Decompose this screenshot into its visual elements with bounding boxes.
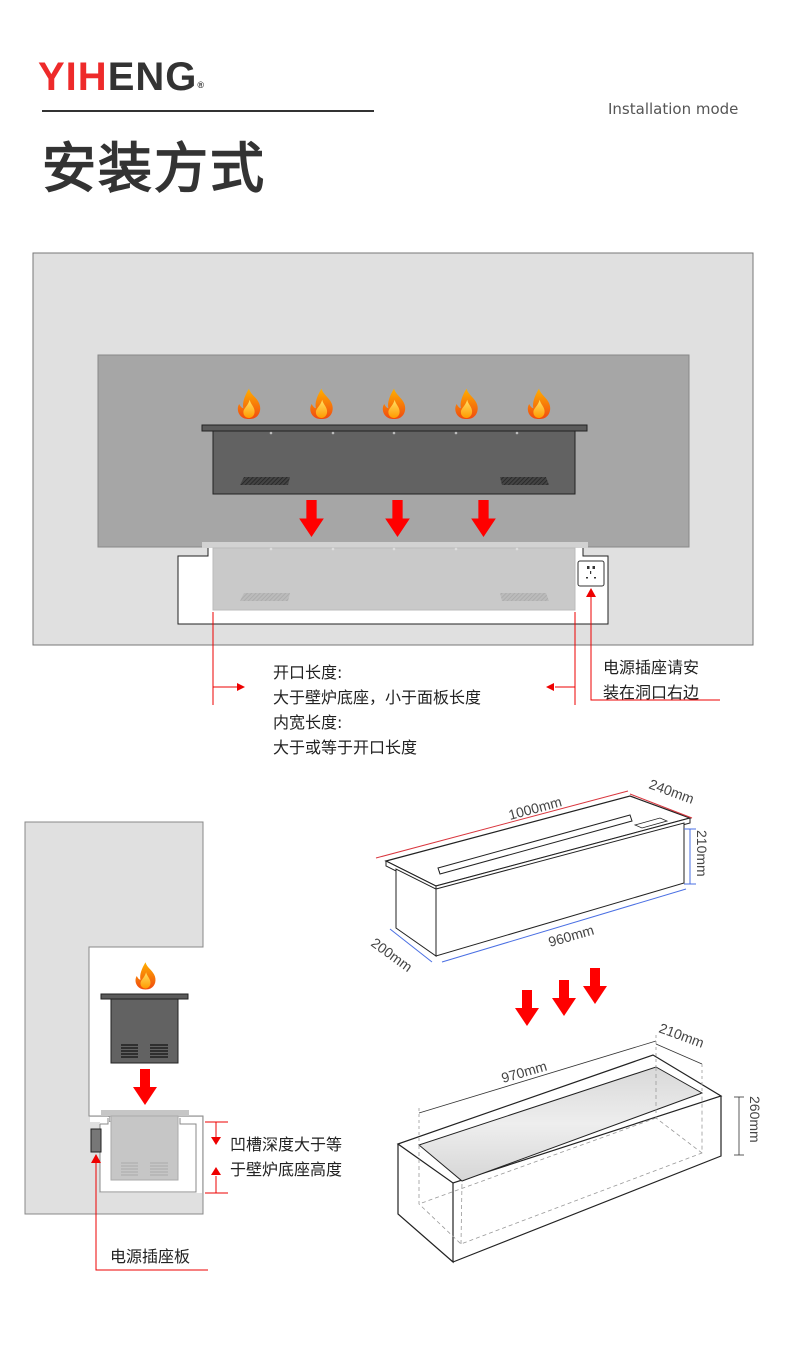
brand-logo-red: YIH: [38, 55, 108, 99]
depth-dimension: [205, 1121, 228, 1194]
ghost-fireplace-side: [110, 1115, 179, 1181]
brand-logo-dark: ENG: [107, 55, 198, 99]
down-arrow-group: [515, 968, 607, 1026]
fireplace-screws: [269, 431, 519, 435]
arrow-right-icon: [237, 683, 245, 691]
ghost-vent-right: [500, 593, 549, 601]
dim-height: 210mm: [694, 830, 710, 877]
note-line: 大于或等于开口长度: [273, 738, 418, 757]
dim-recess-depth: 260mm: [747, 1096, 763, 1143]
opening-length-note: 开口长度: 大于壁炉底座，小于面板长度 内宽长度: 大于或等于开口长度: [273, 660, 481, 760]
note-line: 开口长度:: [273, 663, 343, 682]
page-subtitle: Installation mode: [608, 100, 739, 118]
brand-logo: YIHENG®: [38, 55, 205, 99]
product-3d: [384, 795, 692, 957]
ghost-top-plate-side: [101, 1110, 189, 1116]
arrow-left-icon: [546, 683, 554, 691]
recess-dimension-lines: [418, 1035, 744, 1156]
dim-recess-width: 210mm: [657, 1020, 706, 1051]
recess-3d: [396, 1054, 723, 1264]
note-line: 电源插座请安: [603, 658, 700, 677]
front-view: [32, 252, 754, 705]
note-line: 凹槽深度大于等: [230, 1135, 343, 1154]
socket-board-leader: [95, 1160, 208, 1271]
note-line: 内宽长度:: [273, 713, 343, 732]
ghost-screws: [269, 547, 519, 551]
vent-left: [240, 477, 290, 485]
recess-depth-note: 凹槽深度大于等 于壁炉底座高度: [230, 1132, 342, 1182]
ghost-top-plate: [202, 542, 588, 548]
dim-top-width: 240mm: [647, 776, 696, 807]
fireplace-top-plate: [201, 424, 588, 432]
fireplace-front: [201, 424, 588, 495]
side-view: [24, 821, 228, 1271]
note-line: 于壁炉底座高度: [230, 1160, 343, 1179]
down-arrow-icon: [552, 980, 576, 1016]
dim-body-length: 960mm: [546, 922, 595, 950]
ghost-vent-left: [240, 593, 290, 601]
product-dimension-lines: [375, 790, 696, 963]
arrow-up-icon: [586, 588, 596, 597]
ghost-vents-side: [121, 1162, 168, 1176]
socket-position-note: 电源插座请安 装在洞口右边: [603, 655, 699, 705]
note-line: 大于壁炉底座，小于面板长度: [273, 688, 482, 707]
socket-board: [90, 1128, 102, 1153]
down-arrow-icon: [583, 968, 607, 1004]
registered-mark: ®: [197, 80, 206, 90]
vent-right: [500, 477, 549, 485]
down-arrow-icon: [133, 1069, 157, 1105]
dim-recess-length: 970mm: [499, 1058, 548, 1086]
note-line: 装在洞口右边: [603, 683, 700, 702]
flame-icon: [135, 962, 156, 990]
down-arrow-icon: [515, 990, 539, 1026]
fireplace-side: [100, 993, 189, 1064]
dim-body-width: 200mm: [368, 934, 415, 974]
arrow-up-icon: [211, 1167, 221, 1175]
opening-leaders: [212, 590, 720, 705]
page-title: 安装方式: [42, 137, 266, 200]
socket-board-label: 电源插座板: [110, 1247, 191, 1266]
arrow-up-icon: [91, 1154, 101, 1163]
header-divider: [42, 110, 374, 112]
arrow-down-icon: [211, 1137, 221, 1145]
